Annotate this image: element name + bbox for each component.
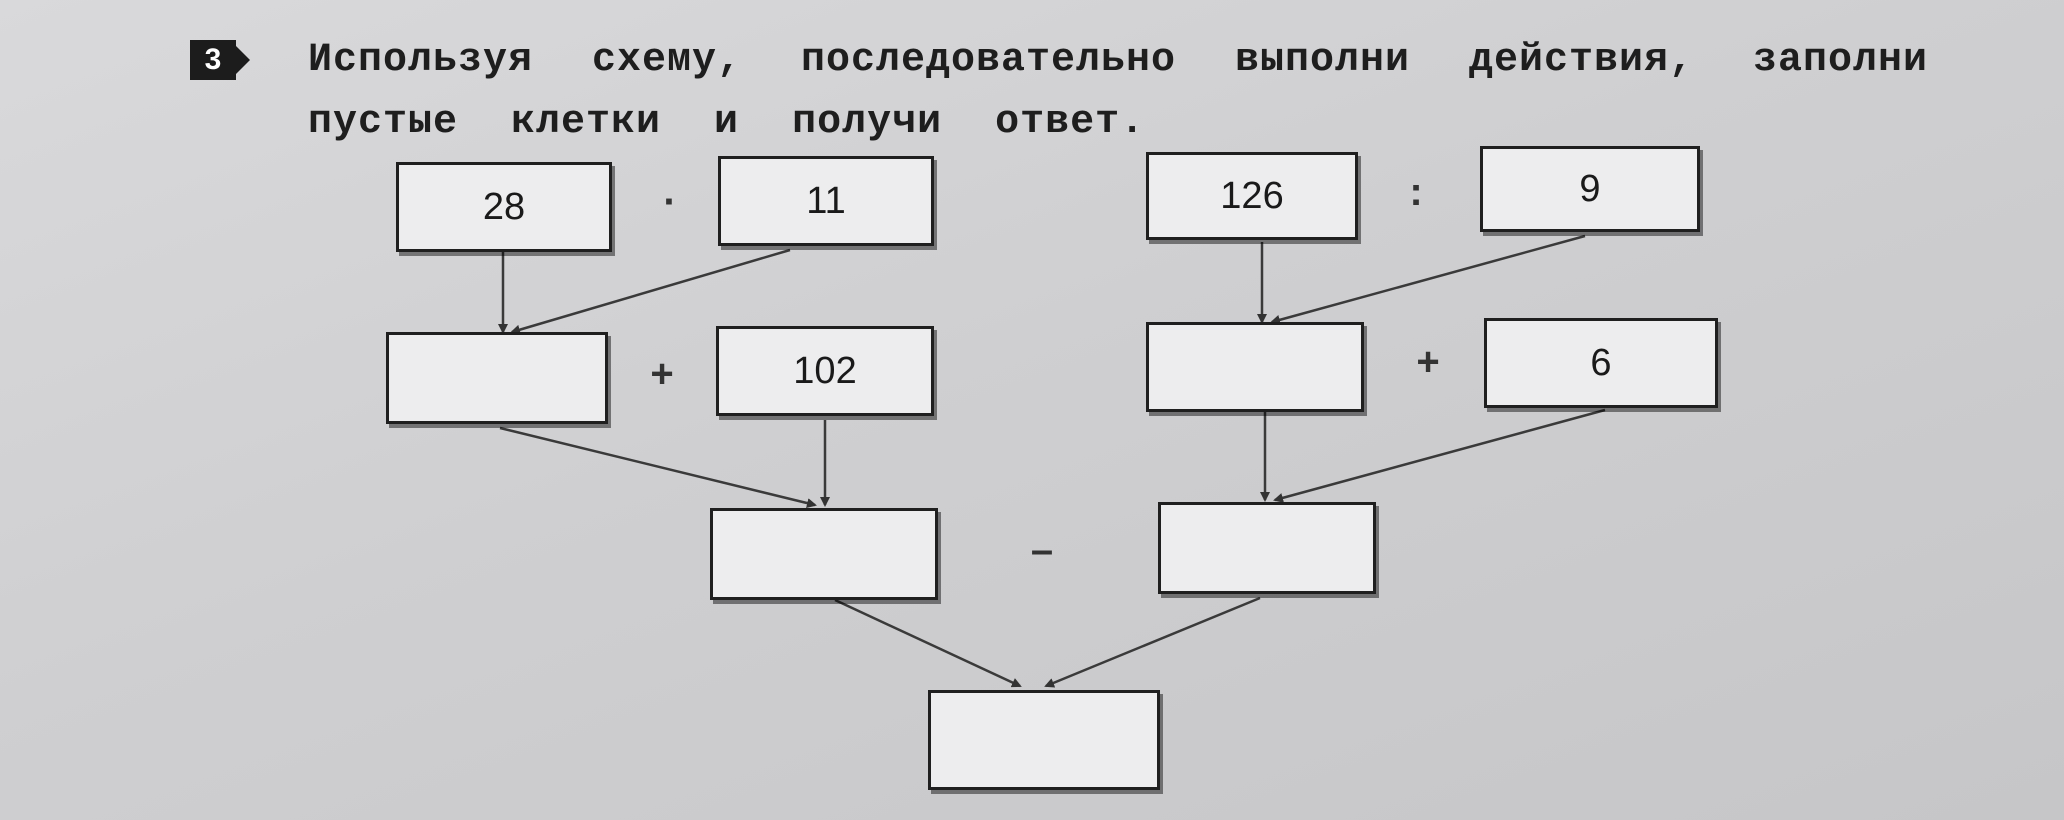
arrow-9-to-right-mid [1270,234,1586,325]
left-top-cell-a: 28 [396,162,612,252]
right-top-cell-a: 126 [1146,152,1358,240]
arrow-low-right-to-answer [1044,596,1261,688]
task-instruction-line-2: пустые клетки и получи ответ. [308,100,1146,145]
divide-sign: : [1409,170,1423,214]
left-mid-cell-b: 102 [716,326,934,416]
task-instruction-line-1: Используя схему, последовательно выполни… [308,38,1928,83]
answer-input[interactable] [928,690,1160,790]
arrow-6-to-low-right [1273,408,1606,503]
task-instruction: Используя схему, последовательно выполни… [308,30,1928,154]
right-mid-input[interactable] [1146,322,1364,412]
arrow-low-left-to-answer [834,598,1022,688]
task-number-badge: 3 [190,40,250,80]
right-mid-cell-b: 6 [1484,318,1718,408]
minus-sign: – [1030,528,1054,572]
plus-sign-left: + [650,352,674,396]
arrow-11-to-left-mid [510,248,791,335]
left-mid-input[interactable] [386,332,608,424]
task-number: 3 [204,43,222,76]
multiply-sign: · [663,180,677,224]
left-top-cell-b: 11 [718,156,934,246]
right-top-cell-b: 9 [1480,146,1700,232]
low-right-input[interactable] [1158,502,1376,594]
low-left-input[interactable] [710,508,938,600]
arrow-left-mid-to-low-left [499,426,817,508]
plus-sign-right: + [1416,340,1440,384]
